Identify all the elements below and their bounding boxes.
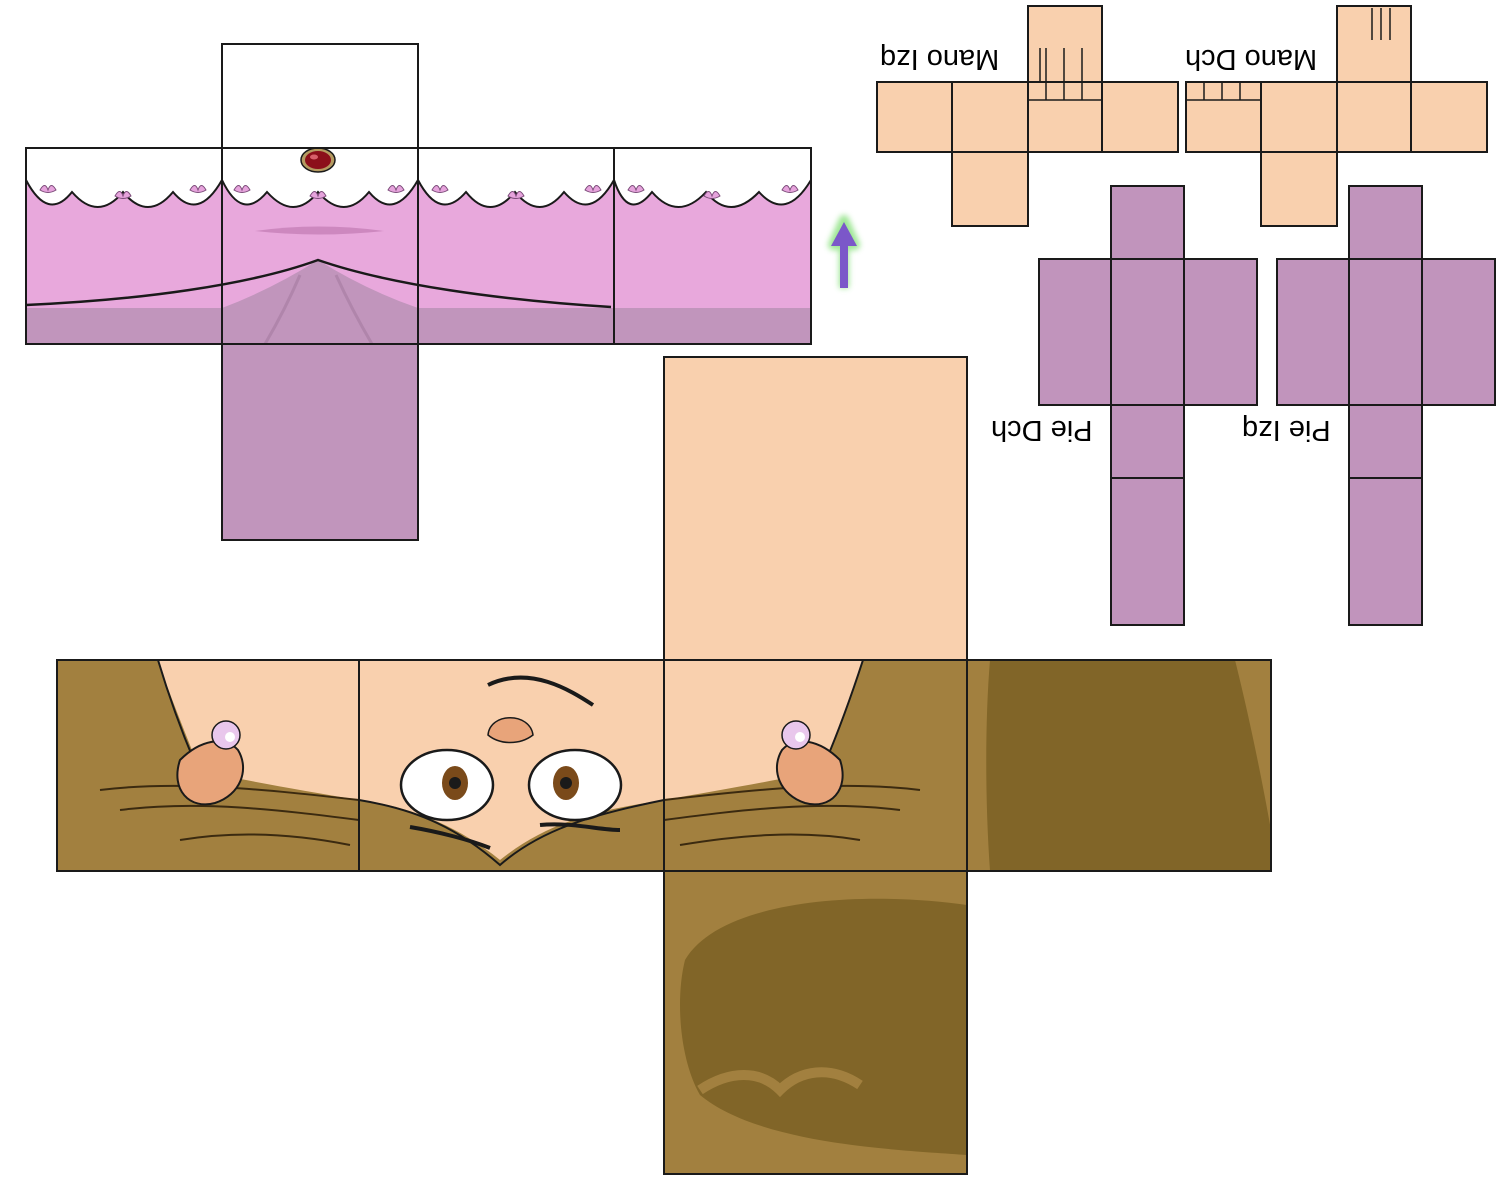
head-front-face — [358, 659, 665, 872]
leg-right-net — [1038, 185, 1258, 626]
head-back-face — [966, 659, 1272, 872]
head-right-face — [663, 659, 968, 872]
ear-icon — [176, 720, 244, 806]
red-gem-icon — [300, 147, 336, 173]
head-net — [56, 356, 1272, 1175]
head-left-face — [56, 659, 360, 872]
label-mano-dch: Mano Dch — [1185, 43, 1318, 75]
head-top-face — [663, 356, 968, 661]
torso-net — [25, 43, 812, 541]
arm-left-net — [876, 5, 1179, 227]
leg-left-net — [1276, 185, 1496, 626]
label-mano-izq: Mano Izq — [880, 43, 1000, 75]
label-pie-dch: Pie Dch — [991, 414, 1093, 446]
torso-top-face — [221, 43, 419, 149]
arm-right-net — [1185, 5, 1488, 227]
nose-icon — [487, 717, 534, 744]
torso-bottom-face — [221, 343, 419, 541]
head-bottom-face — [663, 870, 968, 1175]
eye-left-icon — [399, 748, 495, 822]
ear-icon — [776, 720, 844, 806]
arrow-up-icon — [828, 215, 860, 288]
eye-right-icon — [527, 748, 623, 822]
label-pie-izq: Pie Izq — [1242, 414, 1331, 446]
